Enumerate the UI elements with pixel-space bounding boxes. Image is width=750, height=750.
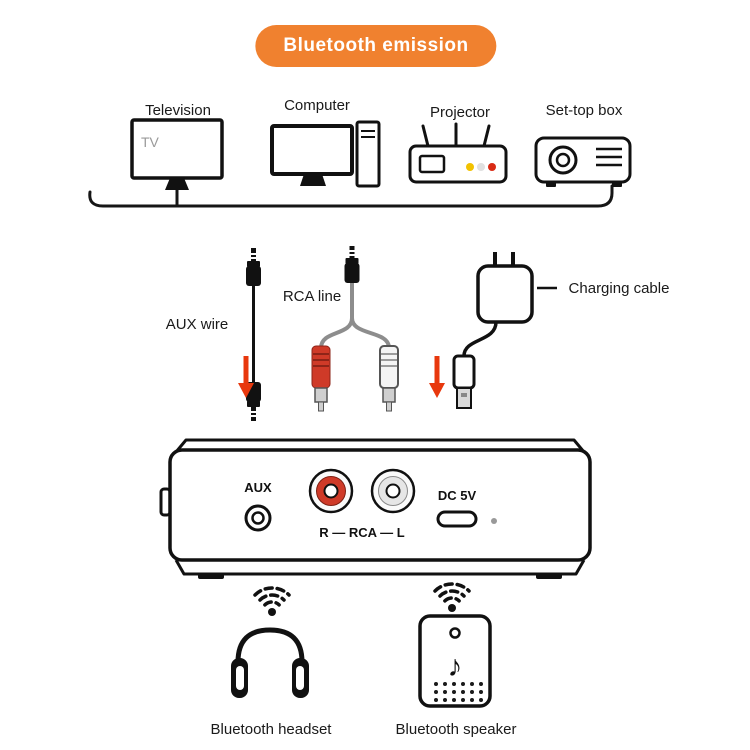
television-icon: TV [130,118,224,190]
wireless-signal-dot [268,608,276,616]
usb-c-port [436,510,478,528]
title-badge: Bluetooth emission [255,25,497,67]
charging-cable-label: Charging cable [568,280,670,297]
speaker-icon: ♪ [418,614,492,708]
rca-ports-label: R — RCA — L [319,525,405,540]
projector-label: Projector [429,104,491,121]
device-bus-wire [88,184,614,208]
projector-led-yellow [466,163,474,171]
bluetooth-headset-label: Bluetooth headset [210,721,332,738]
bluetooth-speaker-label: Bluetooth speaker [395,721,517,738]
aux-port-label: AUX [244,480,272,495]
wireless-signal-dot [448,604,456,612]
projector-led-white [477,163,485,171]
receiver-device: AUX R — RCA — L DC 5V [159,438,592,579]
aux-cable-icon [246,248,261,421]
down-arrow-icon [429,356,445,398]
wireless-signal-icon [433,582,471,603]
wireless-signal-icon [253,586,291,607]
tv-screen-text: TV [141,134,160,150]
headset-icon [231,627,309,698]
computer-label: Computer [284,97,350,114]
aux-wire-label: AUX wire [165,316,229,333]
television-label: Television [145,102,211,119]
music-note-icon: ♪ [448,650,463,683]
computer-icon [270,120,381,188]
down-arrow-icon [238,356,254,398]
charging-adapter-icon [452,252,557,409]
dc-port-label: DC 5V [438,488,477,503]
rca-cable-icon [311,246,399,412]
rca-line-label: RCA line [282,288,342,305]
set-top-box-label: Set-top box [545,102,623,119]
projector-icon [408,122,508,184]
projector-led-red [488,163,496,171]
led-indicator [491,518,497,524]
speaker-grille [429,679,483,702]
set-top-box-icon [534,136,632,187]
